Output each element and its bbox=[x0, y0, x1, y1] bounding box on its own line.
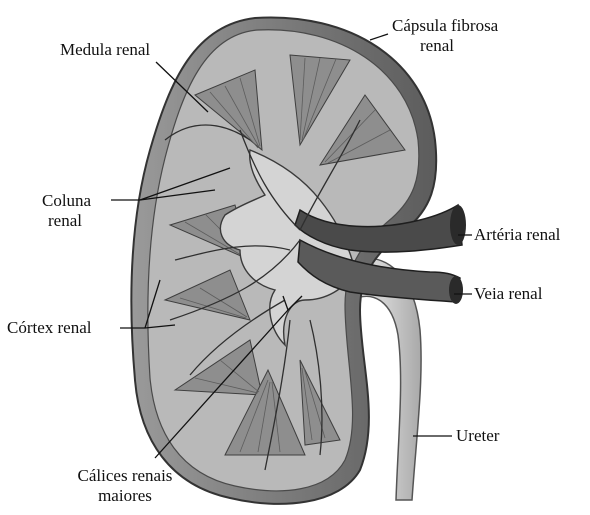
label-coluna-line1: Coluna bbox=[42, 191, 91, 211]
label-calices-line1: Cálices renais bbox=[60, 466, 190, 486]
label-veia-renal: Veia renal bbox=[474, 284, 542, 304]
label-calices-line2: maiores bbox=[60, 486, 190, 506]
label-calices-renais-maiores: Cálices renais maiores bbox=[60, 466, 190, 506]
label-capsula-line1: Cápsula fibrosa bbox=[392, 16, 498, 36]
label-ureter: Ureter bbox=[456, 426, 499, 446]
label-coluna-line2: renal bbox=[42, 211, 91, 231]
label-cortex-renal: Córtex renal bbox=[7, 318, 92, 338]
label-capsula-line2: renal bbox=[392, 36, 498, 56]
label-capsula-fibrosa: Cápsula fibrosa renal bbox=[392, 16, 498, 56]
label-arteria-renal: Artéria renal bbox=[474, 225, 560, 245]
label-medula-renal: Medula renal bbox=[60, 40, 150, 60]
label-coluna-renal: Coluna renal bbox=[42, 191, 91, 231]
